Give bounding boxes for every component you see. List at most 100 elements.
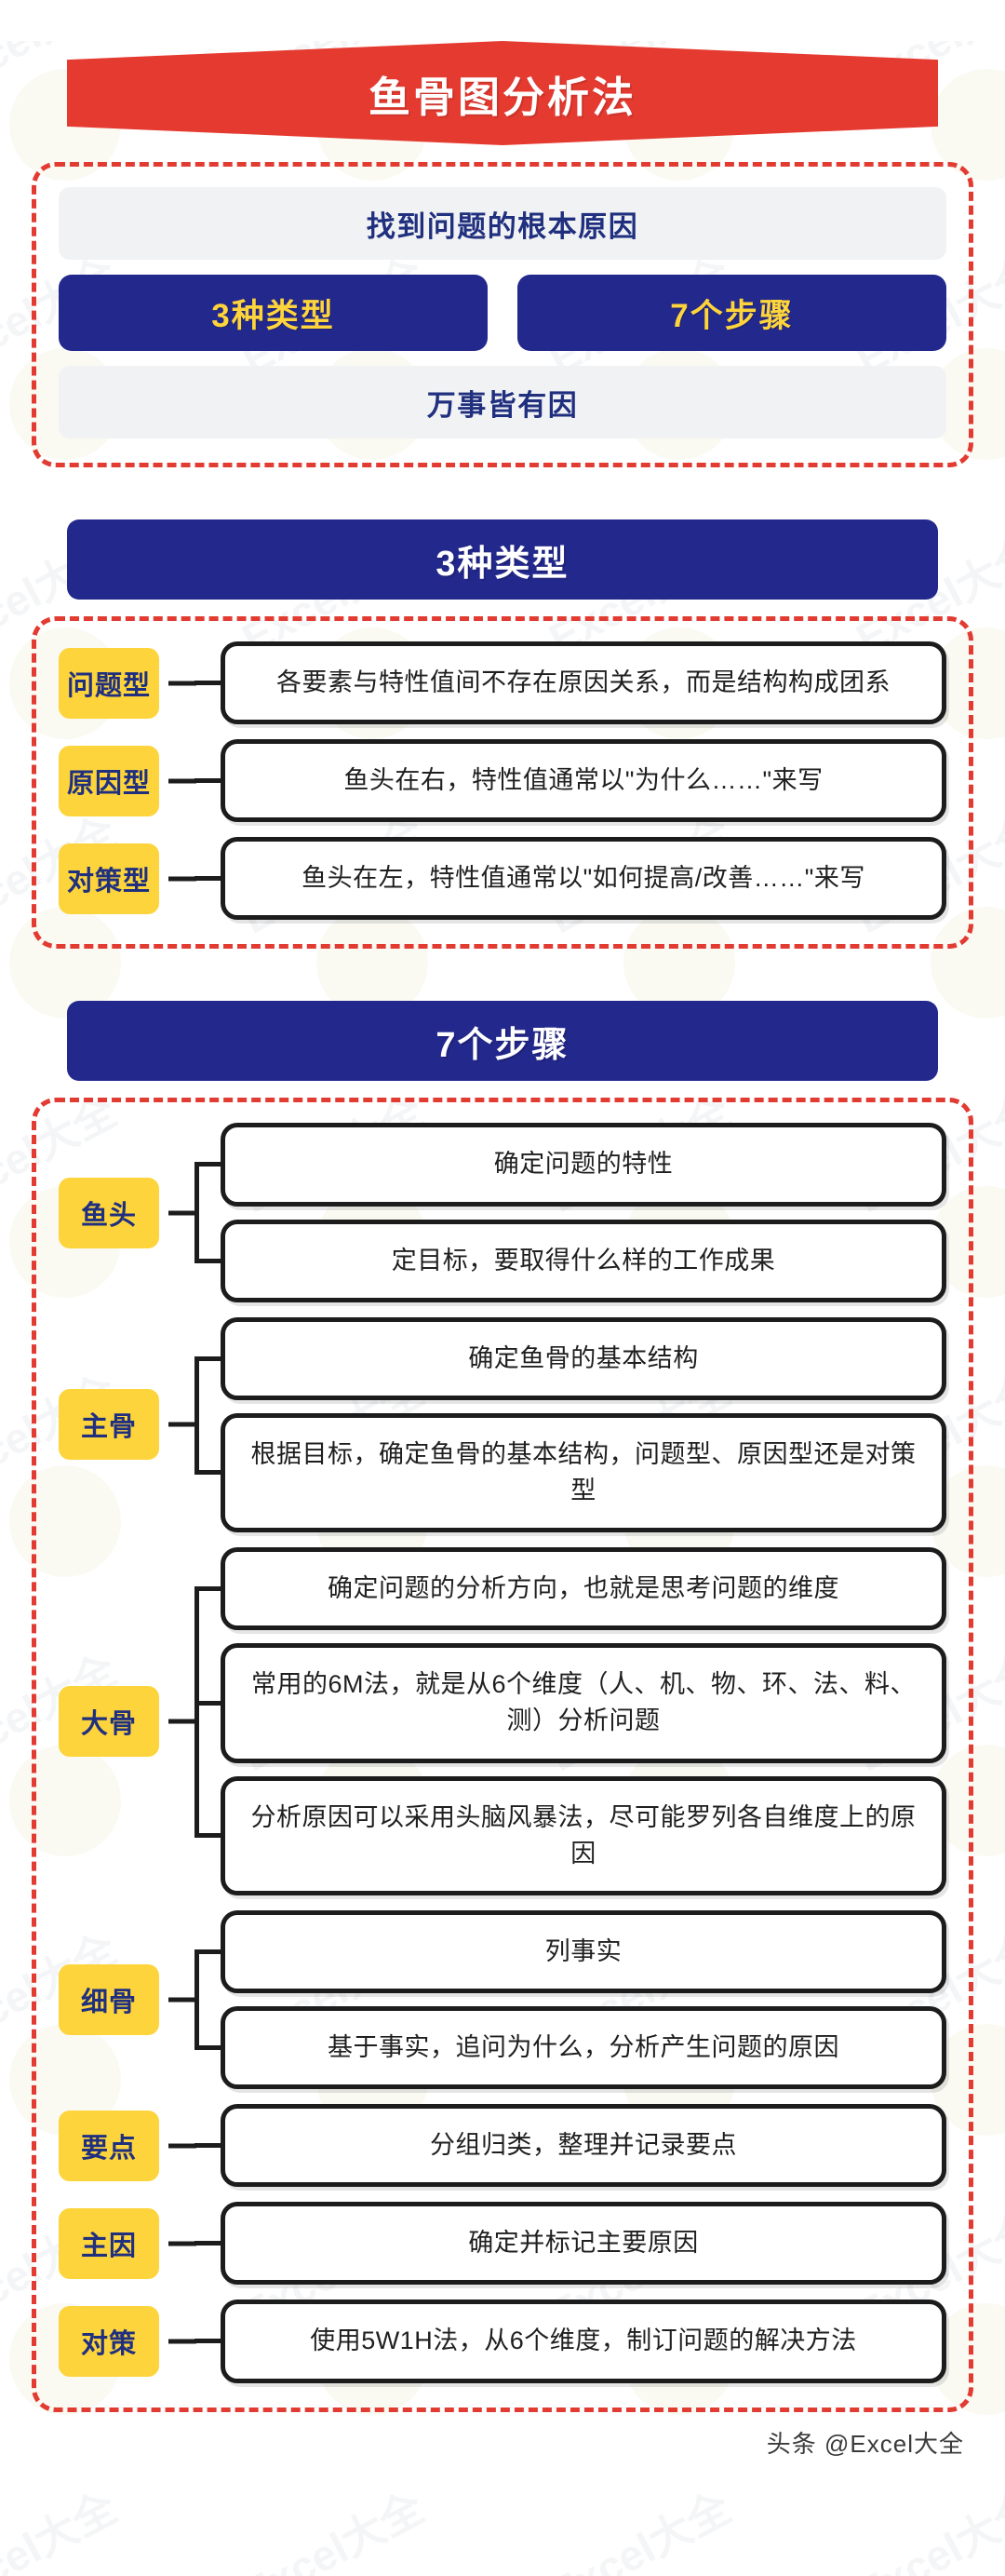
row-tag-column: 问题型 — [59, 641, 168, 724]
connector-arm — [194, 778, 221, 784]
content-box: 分析原因可以采用头脑风暴法，尽可能罗列各自维度上的原因 — [221, 1775, 946, 1895]
connector-stub — [168, 1997, 196, 2003]
content-box-text: 使用5W1H法，从6个维度，制订问题的解决方法 — [310, 2326, 857, 2355]
watermark-text: Excel大全 — [848, 2482, 1005, 2576]
row-list-types: 问题型 各要素与特性值间不存在原因关系，而是结构构成团系原因型 鱼头在右，特性值通常… — [59, 641, 946, 921]
row-box-column: 分组归类，整理并记录要点 — [221, 2104, 946, 2188]
category-tag[interactable]: 主骨 — [59, 1389, 159, 1461]
connector-stub — [168, 2339, 196, 2344]
connector-arm — [194, 1258, 221, 1263]
category-tag[interactable]: 对策 — [59, 2305, 159, 2377]
bracket-connector — [168, 1547, 221, 1895]
content-box: 确定问题的特性 — [221, 1123, 946, 1207]
content-box: 根据目标，确定鱼骨的基本结构，问题型、原因型还是对策型 — [221, 1412, 946, 1533]
bracket-connector — [168, 641, 221, 724]
title-ribbon: 鱼骨图分析法 — [67, 41, 938, 145]
row-list-steps: 鱼头 确定问题的特性定目标，要取得什么样的工作成果主骨 确定鱼骨的基本结构根据目标，… — [59, 1123, 946, 2383]
row-box-column: 确定鱼骨的基本结构根据目标，确定鱼骨的基本结构，问题型、原因型还是对策型 — [221, 1316, 946, 1533]
category-tag[interactable]: 问题型 — [59, 647, 159, 719]
connector-arm — [194, 681, 221, 686]
connector-stub — [168, 681, 196, 686]
content-box-text: 分组归类，整理并记录要点 — [430, 2131, 737, 2160]
connector-arm — [194, 2339, 221, 2344]
footer-credit: 头条 @Excel大全 — [766, 2429, 964, 2458]
intro-button-row: 3种类型 7个步骤 — [59, 275, 946, 351]
watermark-text: Excel大全 — [541, 2482, 739, 2576]
row-tag-column: 主骨 — [59, 1317, 168, 1532]
category-tag[interactable]: 原因型 — [59, 745, 159, 816]
content-box-text: 列事实 — [544, 1936, 623, 1965]
connector-arm — [194, 1355, 221, 1361]
content-box: 确定问题的分析方向，也就是思考问题的维度 — [221, 1547, 946, 1631]
connector-spine — [194, 1951, 199, 2048]
intro-bottom-pill-label: 万事皆有因 — [426, 388, 579, 422]
bracket-connector — [168, 739, 221, 822]
connector-stub — [168, 2241, 196, 2246]
content-box-text: 定目标，要取得什么样的工作成果 — [391, 1246, 776, 1275]
connector-spine — [194, 1164, 199, 1261]
connector-arm — [194, 1470, 221, 1476]
content-box: 定目标，要取得什么样的工作成果 — [221, 1219, 946, 1302]
bracket-connector — [168, 2300, 221, 2382]
diagram-row: 主骨 确定鱼骨的基本结构根据目标，确定鱼骨的基本结构，问题型、原因型还是对策型 — [59, 1316, 946, 1533]
content-box: 使用5W1H法，从6个维度，制订问题的解决方法 — [221, 2300, 946, 2383]
connector-arm — [194, 2241, 221, 2246]
row-tag-column: 主因 — [59, 2202, 168, 2285]
connector-stub — [168, 1422, 196, 1427]
spacer-steps — [0, 949, 1005, 1001]
category-tag[interactable]: 要点 — [59, 2110, 159, 2181]
intro-top-pill: 找到问题的根本原因 — [59, 187, 946, 260]
nav-button-steps-label: 7个步骤 — [670, 297, 794, 334]
section-body-steps: 鱼头 确定问题的特性定目标，要取得什么样的工作成果主骨 确定鱼骨的基本结构根据目标，… — [32, 1098, 973, 2412]
section-header-types: 3种类型 — [67, 519, 938, 600]
row-box-column: 确定问题的分析方向，也就是思考问题的维度常用的6M法，就是从6个维度（人、机、物… — [221, 1547, 946, 1895]
watermark-text: Excel大全 — [0, 2482, 125, 2576]
category-tag-label: 鱼头 — [80, 1200, 137, 1231]
category-tag-label: 对策型 — [66, 866, 151, 897]
content-box-text: 基于事实，追问为什么，分析产生问题的原因 — [328, 2032, 839, 2061]
content-box: 各要素与特性值间不存在原因关系，而是结构构成团系 — [221, 641, 946, 725]
row-tag-column: 大骨 — [59, 1547, 168, 1895]
connector-arm — [194, 2143, 221, 2149]
content-box-text: 确定鱼骨的基本结构 — [468, 1343, 699, 1372]
content-box: 确定并标记主要原因 — [221, 2202, 946, 2286]
intro-bottom-pill: 万事皆有因 — [59, 366, 946, 438]
row-tag-column: 对策 — [59, 2300, 168, 2382]
content-box-text: 鱼头在左，特性值通常以"如何提高/改善……"来写 — [302, 864, 865, 893]
category-tag[interactable]: 细骨 — [59, 1963, 159, 2035]
nav-button-types[interactable]: 3种类型 — [59, 275, 488, 351]
category-tag-label: 要点 — [80, 2133, 137, 2164]
category-tag-label: 原因型 — [66, 768, 151, 799]
category-tag-label: 问题型 — [66, 670, 151, 701]
row-tag-column: 细骨 — [59, 1910, 168, 2089]
connector-arm — [194, 1949, 221, 1954]
section-header-steps: 7个步骤 — [67, 1001, 938, 1082]
content-box: 鱼头在左，特性值通常以"如何提高/改善……"来写 — [221, 837, 946, 921]
row-tag-column: 鱼头 — [59, 1123, 168, 1301]
diagram-row: 主因确定并标记主要原因 — [59, 2202, 946, 2286]
diagram-row: 原因型 鱼头在右，特性值通常以"为什么……"来写 — [59, 739, 946, 823]
page-title: 鱼骨图分析法 — [368, 73, 636, 121]
diagram-row: 要点 分组归类，整理并记录要点 — [59, 2104, 946, 2188]
row-box-column: 各要素与特性值间不存在原因关系，而是结构构成团系 — [221, 641, 946, 725]
category-tag[interactable]: 主因 — [59, 2207, 159, 2279]
row-box-column: 确定并标记主要原因 — [221, 2202, 946, 2286]
content-box: 基于事实，追问为什么，分析产生问题的原因 — [221, 2005, 946, 2090]
row-tag-column: 原因型 — [59, 739, 168, 822]
content-box: 确定鱼骨的基本结构 — [221, 1316, 946, 1400]
diagram-row: 鱼头 确定问题的特性定目标，要取得什么样的工作成果 — [59, 1123, 946, 1302]
connector-arm — [194, 1700, 221, 1706]
category-tag[interactable]: 对策型 — [59, 843, 159, 914]
section-header-types-label: 3种类型 — [436, 544, 570, 584]
category-tag-label: 主骨 — [80, 1412, 137, 1443]
content-box-text: 确定问题的特性 — [493, 1150, 674, 1179]
content-box-text: 确定问题的分析方向，也就是思考问题的维度 — [328, 1574, 839, 1603]
intro-top-pill-label: 找到问题的根本原因 — [366, 209, 639, 243]
category-tag[interactable]: 鱼头 — [59, 1177, 159, 1248]
diagram-row: 问题型 各要素与特性值间不存在原因关系，而是结构构成团系 — [59, 641, 946, 725]
row-box-column: 鱼头在右，特性值通常以"为什么……"来写 — [221, 739, 946, 823]
nav-button-steps[interactable]: 7个步骤 — [517, 275, 946, 351]
category-tag[interactable]: 大骨 — [59, 1685, 159, 1757]
bracket-connector — [168, 1910, 221, 2089]
infographic-page: 鱼骨图分析法 找到问题的根本原因 3种类型 7个步骤 万事皆有因 3种类型 问题… — [0, 41, 1005, 2486]
